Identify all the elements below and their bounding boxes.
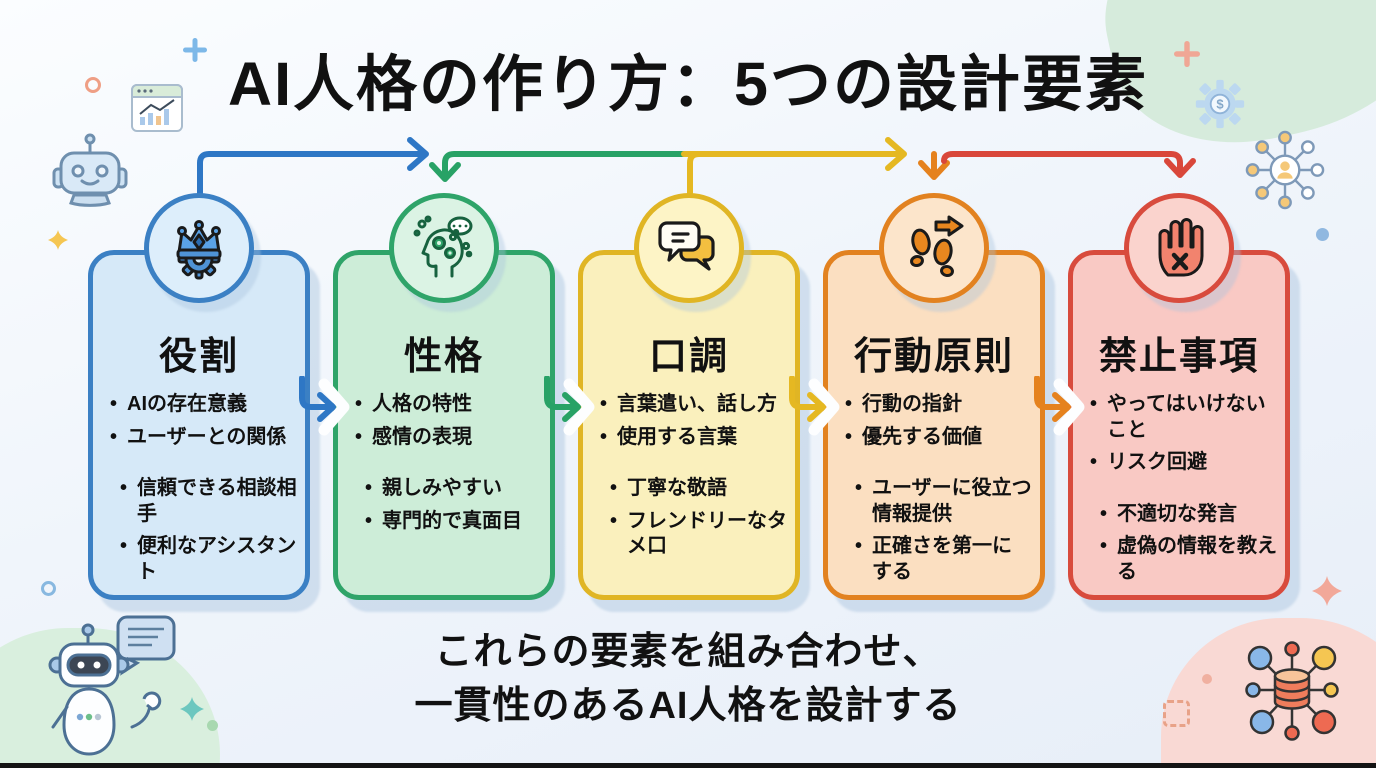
waving-robot-icon (48, 615, 176, 756)
card-role-bullets-main: AIの存在意義 ユーザーとの関係 (107, 392, 297, 450)
personality-icon-circle (389, 193, 499, 303)
bullet: ユーザーに役立つ情報提供 (852, 476, 1032, 527)
bullet: リスク回避 (1087, 450, 1277, 476)
footer-line-1: これらの要素を組み合わせ、 (434, 631, 942, 673)
bullet: 親しみやすい (362, 476, 542, 502)
speech-bubbles-icon (658, 221, 715, 271)
bullet: フレンドリーなタメ口 (607, 509, 787, 560)
head-gears-icon (413, 215, 473, 278)
bullet: 丁寧な敬語 (607, 476, 787, 502)
dollar-sign: $ (1216, 97, 1224, 112)
card-prohibitions-bullets-main: やってはいけないこと リスク回避 (1087, 392, 1277, 476)
arrow-right (934, 215, 964, 237)
bullet: 行動の指針 (842, 392, 1032, 418)
footer-line-2: 一貫性のあるAI人格を設計する (414, 684, 962, 727)
bullet: 不適切な発言 (1097, 502, 1277, 528)
pink-sparkle (1312, 576, 1342, 606)
card-prohibitions-bullets-examples: 不適切な発言 虚偽の情報を教える (1097, 502, 1277, 586)
bottom-edge-bar (0, 763, 1376, 768)
role-icon-circle (144, 193, 254, 303)
arrow-principles-to-prohibitions (1034, 376, 1085, 436)
arrow-tone-to-principles (789, 376, 840, 436)
principles-icon-circle (879, 193, 989, 303)
arrow-role-to-personality (299, 376, 350, 436)
arrowhead-yellow-right (885, 137, 907, 171)
database-network-icon (1245, 641, 1339, 741)
card-tone-bullets-examples: 丁寧な敬語 フレンドリーなタメ口 (607, 476, 787, 560)
salmon-plus-sparkle (1174, 41, 1200, 67)
crown (176, 220, 222, 260)
bullet: 信頼できる相談相手 (117, 476, 297, 527)
blue-ring (41, 581, 56, 596)
connector-red (941, 151, 1183, 171)
gear-dollar-icon: $ (1195, 79, 1245, 129)
card-personality-bullets-main: 人格の特性 感情の表現 (352, 392, 542, 450)
card-prohibitions-title: 禁止事項 (1098, 336, 1259, 378)
prohibitions-icon-circle (1124, 193, 1234, 303)
arrowhead-green-down (429, 162, 461, 182)
bullet: ユーザーとの関係 (107, 425, 297, 451)
stop-hand-icon (1158, 218, 1204, 277)
tone-icon-circle (634, 193, 744, 303)
footprints-arrow-icon (910, 215, 964, 278)
bullet: 優先する価値 (842, 425, 1032, 451)
blue-dot (1316, 228, 1329, 241)
dashed-square (1163, 700, 1190, 727)
bullet: AIの存在意義 (107, 392, 297, 418)
card-principles-bullets-main: 行動の指針 優先する価値 (842, 392, 1032, 450)
bullet: 虚偽の情報を教える (1097, 534, 1277, 585)
card-tone-title: 口調 (648, 336, 729, 378)
connector-blue (197, 151, 423, 197)
green-dot (207, 720, 218, 731)
bullet: やってはいけないこと (1087, 392, 1277, 443)
orange-ring (85, 77, 101, 93)
robot-head-icon (52, 133, 128, 207)
bullet: 感情の表現 (352, 425, 542, 451)
browser-chart-icon (131, 84, 183, 132)
card-role-bullets-examples: 信頼できる相談相手 便利なアシスタント (117, 476, 297, 585)
bullet: 言葉遣い、話し方 (597, 392, 787, 418)
page-title: AI人格の作り方：5つの設計要素 (228, 50, 1148, 118)
card-principles-title: 行動原則 (853, 336, 1014, 378)
bullet: 人格の特性 (352, 392, 542, 418)
card-tone-bullets-main: 言葉遣い、話し方 使用する言葉 (597, 392, 787, 450)
bullet: 便利なアシスタント (117, 534, 297, 585)
footer-summary: これらの要素を組み合わせ、 一貫性のあるAI人格を設計する (0, 626, 1376, 734)
blue-plus-sparkle (183, 38, 207, 62)
bullet: 使用する言葉 (597, 425, 787, 451)
connector-green (442, 151, 687, 175)
arrowhead-orange-down (918, 160, 950, 180)
teal-sparkle (180, 697, 204, 721)
crown-gear-icon (176, 220, 222, 280)
arrowhead-blue-right (407, 137, 429, 171)
user-network-icon (1245, 130, 1325, 210)
arrow-personality-to-tone (544, 376, 595, 436)
card-principles-bullets-examples: ユーザーに役立つ情報提供 正確さを第一にする (852, 476, 1032, 585)
yellow-sparkle (48, 230, 68, 250)
card-personality-title: 性格 (403, 336, 484, 378)
arrowhead-red-down (1164, 158, 1196, 178)
top-connector-arrows (197, 137, 1196, 199)
bullet: 正確さを第一にする (852, 534, 1032, 585)
card-role-title: 役割 (158, 336, 239, 378)
connector-yellow (681, 151, 901, 199)
card-personality-bullets-examples: 親しみやすい 専門的で真面目 (362, 476, 542, 534)
bullet: 専門的で真面目 (362, 509, 542, 535)
pink-dot (1202, 674, 1212, 684)
card-tone: 口調 言葉遣い、話し方 使用する言葉 丁寧な敬語 フレンドリーなタメ口 (578, 250, 800, 600)
